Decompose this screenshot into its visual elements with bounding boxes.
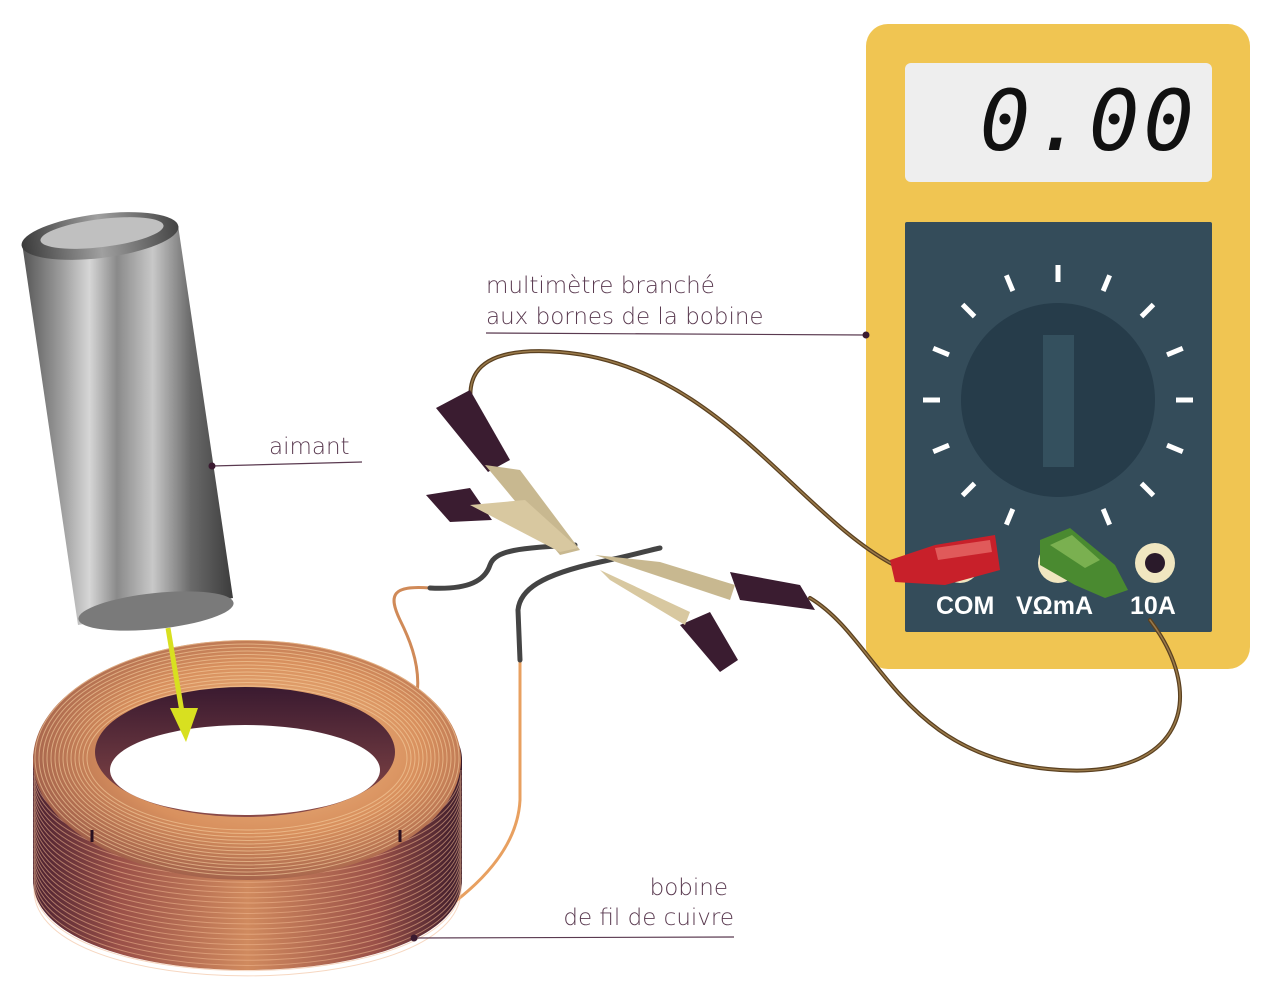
probe-green[interactable]: [1040, 528, 1128, 598]
coil-ring: [78, 678, 416, 838]
motion-arrow: [165, 627, 198, 742]
coil-winding: [33, 863, 462, 951]
coil-winding: [33, 889, 462, 977]
alligator-clip-right[interactable]: [595, 555, 815, 672]
coil-ring: [82, 682, 412, 834]
coil-ring: [38, 643, 456, 873]
leader-multimeter: [485, 332, 867, 336]
dial-tick: [1004, 508, 1016, 526]
coil-winding: [33, 795, 462, 883]
dial-tick: [1166, 442, 1184, 454]
multimeter: [866, 24, 1250, 669]
label-magnet: aimant: [269, 434, 350, 460]
leader-coil: [413, 936, 735, 939]
coil-winding: [33, 821, 462, 909]
coil-winding: [33, 884, 462, 972]
magnet-bottom: [78, 591, 234, 631]
port-label-10a: 10A: [1130, 592, 1176, 620]
leader-magnet: [211, 461, 363, 467]
coil-ring: [74, 675, 420, 841]
coil-winding: [33, 816, 462, 904]
coil-winding: [33, 832, 462, 920]
dial-tick: [960, 302, 977, 319]
port-label-vohm: VΩmA: [1016, 592, 1094, 620]
dial-tick: [1100, 508, 1112, 526]
label-coil-line2: de fil de cuivre: [563, 905, 734, 931]
coil-ring: [50, 654, 444, 862]
coil-ring: [62, 664, 432, 852]
coil-ring: [66, 668, 428, 848]
label-multimeter-line1: multimètre branché: [486, 273, 715, 299]
dial-tick: [1139, 302, 1156, 319]
coil-ring: [34, 640, 460, 876]
label-coil-line1: bobine: [649, 875, 728, 901]
dial-tick: [1100, 274, 1112, 292]
coil-winding: [33, 853, 462, 940]
coil-winding: [33, 827, 462, 914]
coil-winding: [33, 873, 462, 961]
coil-ring: [70, 671, 424, 845]
coil-ring: [46, 650, 448, 866]
magnet: [21, 212, 234, 631]
selector-pointer: [1043, 335, 1074, 467]
display-reading: 0.00: [979, 72, 1198, 170]
dial-tick: [932, 346, 950, 358]
alligator-clip-left[interactable]: [426, 390, 580, 555]
probe-red[interactable]: [890, 535, 1000, 585]
coil-winding: [33, 842, 462, 930]
coil-winding: [33, 837, 462, 925]
label-multimeter-line2: aux bornes de la bobine: [486, 304, 764, 330]
dial-tick: [1166, 346, 1184, 358]
coil-winding: [33, 858, 462, 946]
port-label-com: COM: [936, 592, 995, 620]
copper-coil: [33, 640, 462, 977]
coil-winding: [33, 847, 462, 935]
dial-tick: [1004, 274, 1016, 292]
coil-winding: [33, 811, 462, 899]
coil-winding: [33, 806, 462, 894]
leader-lines: [208, 331, 870, 942]
coil-winding: [33, 801, 462, 888]
coil-ring: [42, 647, 452, 869]
coil-ring: [54, 657, 440, 859]
wires: [390, 349, 1182, 920]
dial-tick: [932, 442, 950, 454]
coil-ring: [86, 685, 408, 831]
coil-ring: [58, 661, 436, 855]
coil-winding: [33, 868, 462, 956]
multimeter-display: 0.00: [905, 63, 1212, 182]
dial-tick: [960, 481, 977, 498]
dial-tick: [1139, 481, 1156, 498]
coil-winding: [33, 879, 462, 966]
dial-ticks: [923, 265, 1193, 526]
